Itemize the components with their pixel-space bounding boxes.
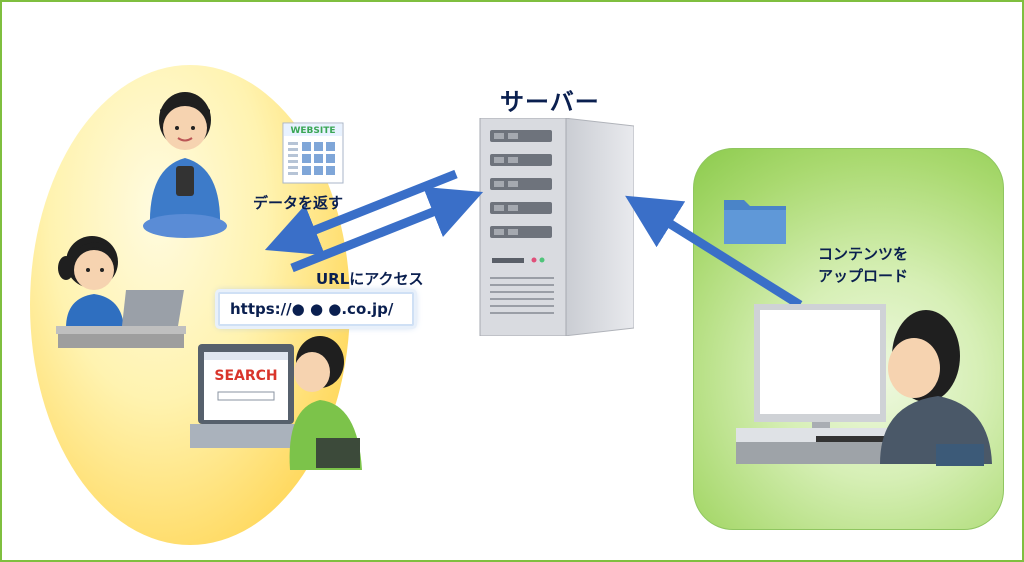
website-badge: WEBSITE	[290, 126, 335, 136]
server-icon	[479, 118, 634, 336]
url-box: https://● ● ●.co.jp/	[218, 292, 414, 326]
return-data-label: データを返す	[253, 194, 344, 212]
desktop-user	[736, 304, 992, 466]
search-badge: SEARCH	[214, 368, 277, 384]
laptop-icon	[122, 290, 184, 326]
laptop-user-girl	[56, 236, 186, 348]
upload-label-line1: コンテンツを	[818, 245, 909, 263]
smartphone-icon	[176, 166, 194, 196]
url-text: https://● ● ●.co.jp/	[230, 300, 394, 318]
upload-label: コンテンツを アップロード	[818, 243, 908, 287]
url-access-arrow	[290, 186, 484, 273]
folder-icon	[724, 200, 786, 244]
upload-arrow	[625, 195, 803, 309]
url-access-label: URLにアクセス	[316, 270, 424, 288]
return-data-arrow	[264, 169, 458, 256]
smartphone-user	[143, 92, 227, 238]
server-title: サーバー	[500, 88, 600, 116]
upload-label-line2: アップロード	[818, 267, 909, 285]
search-user: SEARCH	[190, 336, 362, 470]
keyboard-icon	[190, 424, 310, 448]
website-icon: WEBSITE	[282, 122, 344, 184]
